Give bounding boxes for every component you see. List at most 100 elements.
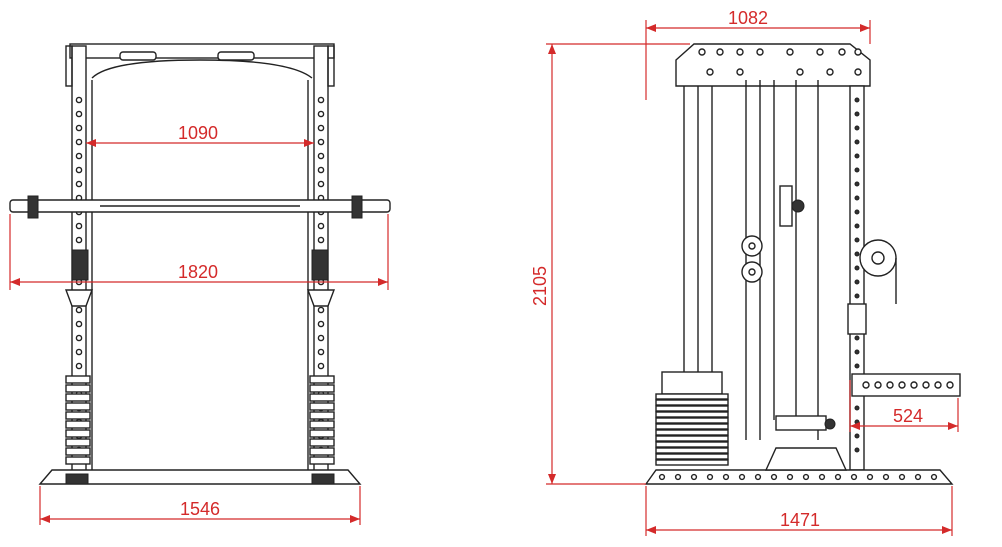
side-j-hook bbox=[847, 303, 867, 335]
dim-top-width: 1082 bbox=[645, 8, 871, 100]
side-base-hole bbox=[786, 473, 794, 481]
front-stack-plate bbox=[309, 447, 335, 456]
side-top-hole bbox=[796, 68, 804, 76]
side-stack-plate bbox=[655, 411, 729, 418]
side-base-hole bbox=[882, 473, 890, 481]
side-arm-hole bbox=[946, 381, 954, 389]
front-stack-plate bbox=[65, 393, 91, 402]
side-stack-plate bbox=[655, 441, 729, 448]
front-upright-right-cap bbox=[327, 45, 335, 87]
side-arm-hole bbox=[934, 381, 942, 389]
side-top-hole bbox=[826, 68, 834, 76]
side-base-hole bbox=[834, 473, 842, 481]
front-stack-plate bbox=[309, 384, 335, 393]
side-top-plate-holes bbox=[698, 48, 862, 76]
front-hole-right bbox=[317, 124, 325, 132]
side-upright-hole bbox=[854, 265, 860, 271]
side-weight-plate-holder-hub bbox=[871, 251, 885, 265]
side-upright-hole bbox=[854, 139, 860, 145]
side-upright-hole bbox=[854, 251, 860, 257]
front-pullup-bar bbox=[91, 59, 313, 79]
side-safety-arm-holes bbox=[862, 381, 954, 389]
side-top-hole bbox=[736, 48, 744, 56]
front-hole-left bbox=[75, 306, 83, 314]
dim-arm-depth-label: 524 bbox=[893, 406, 923, 426]
side-view: 1082 2105 524 1471 bbox=[530, 8, 961, 536]
side-upright-hole bbox=[854, 293, 860, 299]
side-base-hole bbox=[850, 473, 858, 481]
side-bar-end bbox=[791, 199, 805, 213]
side-stack-plate bbox=[655, 459, 729, 466]
side-upright-hole bbox=[854, 97, 860, 103]
side-top-hole bbox=[816, 48, 824, 56]
front-hole-left bbox=[75, 124, 83, 132]
front-barbell-collar-right bbox=[351, 195, 363, 219]
side-base-plate bbox=[764, 447, 848, 471]
side-upright-hole bbox=[854, 223, 860, 229]
side-base-hole bbox=[674, 473, 682, 481]
side-base-hole bbox=[738, 473, 746, 481]
side-arm-hole bbox=[886, 381, 894, 389]
front-stack-plate bbox=[309, 411, 335, 420]
side-base-hole bbox=[658, 473, 666, 481]
dim-height: 2105 bbox=[530, 43, 690, 485]
side-base-hole bbox=[866, 473, 874, 481]
side-upright-hole bbox=[854, 335, 860, 341]
dim-top-width-label: 1082 bbox=[728, 8, 768, 28]
front-view: 1090 1820 1546 bbox=[9, 43, 391, 525]
front-stack-plate bbox=[65, 402, 91, 411]
side-upright-hole bbox=[854, 195, 860, 201]
side-upright-hole bbox=[854, 279, 860, 285]
front-hole-right bbox=[317, 320, 325, 328]
front-carriage-left bbox=[71, 249, 89, 281]
side-top-hole bbox=[838, 48, 846, 56]
dim-arm-depth: 524 bbox=[849, 380, 959, 432]
side-stack-plate bbox=[655, 423, 729, 430]
side-base-frame bbox=[644, 469, 954, 485]
side-top-hole bbox=[854, 68, 862, 76]
side-arm-hole bbox=[874, 381, 882, 389]
front-foot-right bbox=[311, 473, 335, 485]
front-stack-plate bbox=[309, 456, 335, 465]
front-hook-right bbox=[306, 289, 336, 307]
side-upright-hole bbox=[854, 153, 860, 159]
side-stack-plate bbox=[655, 405, 729, 412]
front-stack-plate bbox=[65, 420, 91, 429]
front-hole-right bbox=[317, 166, 325, 174]
front-stack-plate bbox=[65, 456, 91, 465]
side-base-hole bbox=[898, 473, 906, 481]
dim-height-label: 2105 bbox=[530, 266, 550, 306]
side-base-hole bbox=[722, 473, 730, 481]
front-hole-left bbox=[75, 138, 83, 146]
dim-base-depth-label: 1471 bbox=[780, 510, 820, 530]
dim-base-width: 1546 bbox=[39, 486, 361, 525]
front-stack-plate bbox=[309, 402, 335, 411]
front-stack-plate bbox=[65, 438, 91, 447]
side-stack-plate bbox=[655, 393, 729, 400]
side-upright-hole bbox=[854, 209, 860, 215]
front-stack-plate bbox=[309, 375, 335, 384]
front-hole-right bbox=[317, 306, 325, 314]
front-hole-left bbox=[75, 334, 83, 342]
side-stack-plate bbox=[655, 447, 729, 454]
side-safety-arm bbox=[851, 373, 961, 397]
dim-base-width-label: 1546 bbox=[180, 499, 220, 519]
side-top-hole bbox=[786, 48, 794, 56]
front-hole-left bbox=[75, 152, 83, 160]
front-hole-right bbox=[317, 152, 325, 160]
front-hole-right bbox=[317, 236, 325, 244]
side-low-carriage-knob bbox=[824, 418, 836, 430]
side-upright-hole bbox=[854, 405, 860, 411]
front-hole-right bbox=[317, 222, 325, 230]
side-arm-hole bbox=[862, 381, 870, 389]
front-stack-plate bbox=[309, 393, 335, 402]
side-upright-hole bbox=[854, 167, 860, 173]
front-hole-left bbox=[75, 362, 83, 370]
front-hole-right bbox=[317, 348, 325, 356]
front-hole-left bbox=[75, 96, 83, 104]
front-stack-plate bbox=[65, 375, 91, 384]
front-hole-right bbox=[317, 96, 325, 104]
side-stack-plate bbox=[655, 435, 729, 442]
side-pulley-upper-axle bbox=[748, 242, 756, 250]
